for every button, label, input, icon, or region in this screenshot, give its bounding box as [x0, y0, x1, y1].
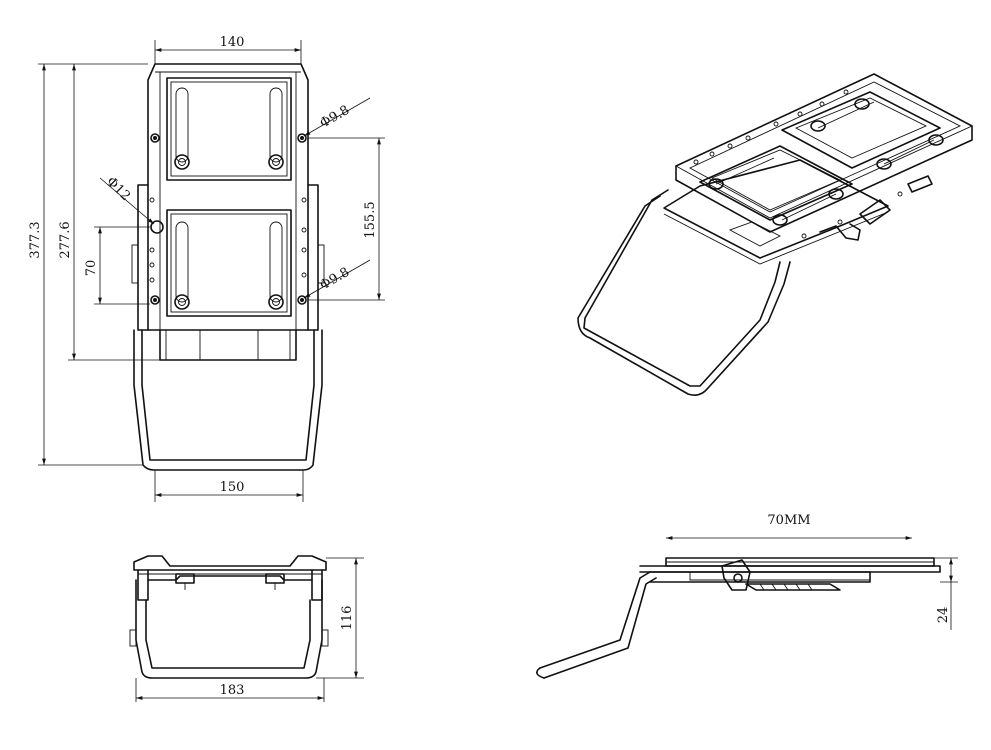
top-view-u-frame [141, 329, 315, 461]
front-view: 183 116 [129, 555, 364, 702]
label-hole-dia-bottom: Φ9.8 [318, 265, 353, 294]
iso-bolts [708, 98, 944, 226]
label-hole-dia-top: Φ9.8 [318, 103, 353, 132]
upper-mount-plate [166, 77, 292, 181]
lower-mount-plate [166, 209, 292, 317]
top-plate-outline [147, 63, 309, 331]
dim-plate-height: 277.6 [58, 221, 73, 258]
side-view: 70MM 24 [536, 513, 958, 679]
dim-slide-travel: 70MM [767, 513, 810, 528]
mounting-holes [149, 133, 307, 305]
side-latch [721, 559, 751, 591]
iso-u-frame [583, 189, 781, 387]
dim-bottom-width: 150 [220, 480, 245, 495]
isometric-view [577, 73, 973, 396]
dim-hole-spacing: 155.5 [363, 201, 378, 238]
dim-slot-height: 70 [84, 260, 99, 277]
front-top-plate [133, 555, 327, 571]
slot-set [174, 87, 284, 310]
label-hole-dia-center: Φ12 [103, 174, 133, 204]
front-u-frame [135, 579, 323, 679]
side-frame-leg [539, 571, 651, 669]
iso-base-plate [663, 159, 889, 259]
dim-total-height: 377.3 [28, 221, 43, 258]
dim-front-width: 183 [220, 683, 245, 698]
iso-edge-holes [693, 89, 903, 239]
top-view: 140 150 377.3 277.6 70 155.5 Φ9.8 Φ9.8 [28, 35, 385, 502]
dim-side-height: 24 [936, 607, 951, 624]
dim-front-height: 116 [340, 606, 355, 631]
dim-top-width: 140 [220, 35, 245, 50]
